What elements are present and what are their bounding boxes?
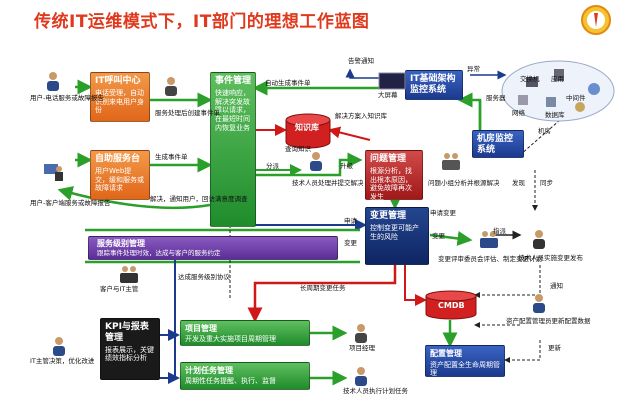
big-screen-label: 大屏幕 bbox=[378, 91, 398, 99]
room-monitor-box[interactable]: 机房监控系统 bbox=[472, 130, 524, 158]
gen-event-label: 生成事件单 bbox=[155, 153, 188, 161]
room-label: 机房 bbox=[538, 127, 551, 135]
solution-to-kb-label: 解决方案入知识库 bbox=[335, 112, 387, 120]
knowledge-title[interactable]: 知识库 bbox=[295, 123, 319, 132]
sync-label: 同步 bbox=[540, 179, 553, 187]
network-cloud bbox=[501, 60, 615, 122]
change-label: 变更 bbox=[344, 239, 357, 247]
change-mgmt-box[interactable]: 变更管理 控制变更可能产生的风险 bbox=[365, 207, 429, 265]
discover-label: 发现 bbox=[512, 179, 525, 187]
asset-admin-person-icon bbox=[533, 294, 545, 313]
query-knowledge-label: 查询知识 bbox=[285, 145, 311, 153]
self-service-title: 自助服务台 bbox=[95, 154, 141, 164]
config-mgmt-box[interactable]: 配置管理 资产配置全生命周期管理 bbox=[425, 345, 505, 377]
auto-event-label: 自动生成事件单 bbox=[265, 79, 311, 87]
it-manager-label: IT主管决策，优化改进 bbox=[30, 357, 95, 365]
assign-label: 指派 bbox=[493, 227, 506, 235]
exception-label: 异常 bbox=[467, 65, 480, 73]
project-manager-label: 项目经理 bbox=[349, 344, 375, 352]
tech-change-person-icon bbox=[533, 230, 545, 249]
user-client-person-icon bbox=[44, 164, 63, 181]
apply-label: 申请 bbox=[344, 217, 357, 225]
update-label: 更新 bbox=[548, 344, 561, 352]
middleware-label: 中间件 bbox=[566, 94, 586, 102]
server-label: 服务器 bbox=[486, 94, 506, 102]
plan-task-box[interactable]: 计划任务管理 周期性任务提醒、执行、监督 bbox=[180, 362, 310, 390]
solve-notify-label: 解决，通知用户，回访满意度调查 bbox=[150, 195, 248, 203]
call-center-title: IT呼叫中心 bbox=[95, 76, 141, 86]
client-it-label: 客户与IT主管 bbox=[100, 285, 139, 293]
logo-icon bbox=[581, 5, 611, 35]
user-phone-label: 用户-电话服务或故障报告 bbox=[30, 94, 104, 102]
dispatch-label: 分派 bbox=[266, 162, 279, 170]
change-mgmt-desc: 控制变更可能产生的风险 bbox=[370, 223, 419, 241]
project-mgmt-title: 项目管理 bbox=[185, 324, 217, 333]
long-cycle-label: 长周期变更任务 bbox=[300, 284, 346, 292]
notify-label: 通知 bbox=[550, 282, 563, 290]
problem-mgmt-desc: 根源分析，找出根本原因，避免故障再次发生 bbox=[370, 166, 412, 202]
config-mgmt-title: 配置管理 bbox=[430, 349, 462, 358]
call-center-box[interactable]: IT呼叫中心 电话受理，自动识别来电用户身份 bbox=[90, 72, 150, 122]
event-mgmt-title: 事件管理 bbox=[215, 76, 252, 86]
self-service-box[interactable]: 自助服务台 用户Web提交，缓和服务或故障请求 bbox=[90, 150, 150, 200]
user-phone-person-icon bbox=[47, 72, 59, 91]
user-client-label: 用户-客户端服务或故障报告 bbox=[30, 199, 111, 207]
app-label: 应用 bbox=[551, 75, 564, 83]
project-manager-person-icon bbox=[355, 324, 367, 343]
asset-admin-label: 资产配置管理员更新配置数据 bbox=[506, 317, 591, 325]
upgrade-label: 升级 bbox=[340, 162, 353, 170]
project-mgmt-desc: 开发及重大实施项目周期管理 bbox=[185, 334, 276, 343]
client-it-person-icon bbox=[120, 266, 138, 283]
network-label: 网络 bbox=[512, 109, 525, 117]
infra-monitor-box[interactable]: IT基础架构监控系统 bbox=[405, 70, 463, 100]
service-agent-person-icon bbox=[165, 77, 177, 96]
database-label: 数据库 bbox=[545, 111, 565, 119]
tech-plan-person-icon bbox=[355, 367, 367, 386]
page-title: 传统IT运维模式下，IT部门的理想工作蓝图 bbox=[34, 12, 370, 32]
tech-plan-label: 技术人员执行计划任务 bbox=[343, 387, 408, 395]
tech-staff-event-label: 技术人员处理并提交解决 bbox=[292, 179, 364, 187]
call-center-desc: 电话受理，自动识别来电用户身份 bbox=[95, 88, 144, 115]
tech-change-label: 技术人员实施变更发布 bbox=[518, 254, 583, 262]
change-label-2: 变更 bbox=[432, 232, 445, 240]
switch-label: 交换机 bbox=[520, 75, 540, 83]
infra-monitor-title: IT基础架构监控系统 bbox=[410, 74, 456, 95]
problem-mgmt-title: 问题管理 bbox=[370, 154, 407, 164]
problem-mgmt-box[interactable]: 问题管理 根源分析，找出根本原因，避免故障再次发生 bbox=[365, 150, 423, 202]
self-service-desc: 用户Web提交，缓和服务或故障请求 bbox=[95, 166, 144, 193]
tech-staff-person-icon bbox=[310, 152, 322, 171]
kpi-box[interactable]: KPI与报表管理 报表展示，关键绩效指标分析 bbox=[100, 318, 160, 380]
cmdb-title[interactable]: CMDB bbox=[438, 301, 465, 310]
problem-team-label: 问题小组分析并根源解决 bbox=[428, 179, 500, 187]
service-level-title: 服务级别管理 bbox=[97, 239, 145, 248]
knowledge-db-icon bbox=[285, 113, 331, 149]
big-screen-icon bbox=[378, 72, 406, 90]
alert-notify-label: 告警通知 bbox=[348, 57, 374, 65]
config-mgmt-desc: 资产配置全生命周期管理 bbox=[430, 360, 500, 378]
service-ticket-label: 服务处理后创建事件单 bbox=[155, 109, 220, 117]
kpi-title: KPI与报表管理 bbox=[105, 322, 149, 343]
project-mgmt-box[interactable]: 项目管理 开发及重大实施项目周期管理 bbox=[180, 320, 310, 346]
room-monitor-title: 机房监控系统 bbox=[477, 134, 514, 155]
event-mgmt-box[interactable]: 事件管理 快速响应，解决突发故障以请求，在最短时间内恢复业务 bbox=[210, 72, 256, 227]
plan-task-desc: 周期性任务提醒、执行、监督 bbox=[185, 376, 276, 385]
plan-task-title: 计划任务管理 bbox=[185, 366, 233, 375]
kpi-desc: 报表展示，关键绩效指标分析 bbox=[105, 345, 154, 363]
apply-change-label: 申请变更 bbox=[430, 209, 456, 217]
it-manager-person-icon bbox=[53, 337, 65, 356]
service-level-desc: 跟踪事件处理时效，达成与客户的服务约定 bbox=[97, 248, 221, 257]
change-mgmt-title: 变更管理 bbox=[370, 211, 407, 221]
committee-person-icon bbox=[480, 231, 498, 248]
event-mgmt-desc: 快速响应，解决突发故障以请求，在最短时间内恢复业务 bbox=[215, 88, 250, 132]
problem-team-person-icon bbox=[442, 153, 460, 170]
change-committee-label: 变更评审委员会评估、制定变更计划 bbox=[438, 255, 542, 263]
sla-label: 达成服务级别协议 bbox=[178, 273, 230, 281]
service-level-box[interactable]: 服务级别管理 跟踪事件处理时效，达成与客户的服务约定 bbox=[88, 236, 338, 260]
cmdb-db-icon bbox=[425, 290, 477, 320]
